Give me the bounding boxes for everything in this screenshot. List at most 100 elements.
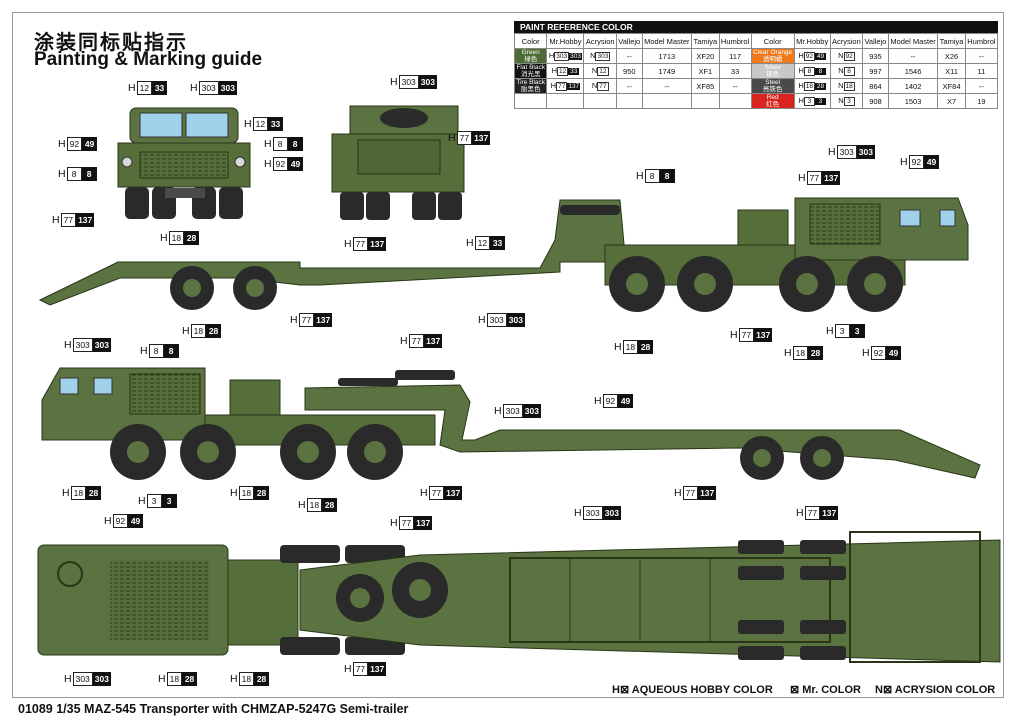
callout-h-label: H (574, 507, 582, 519)
callout-aqueous-code: 92 (602, 394, 619, 408)
callout-aqueous-code: 92 (272, 157, 289, 171)
callout-aqueous-code: 18 (622, 340, 639, 354)
callout-aqueous-code: 77 (428, 486, 445, 500)
callout-h-label: H (390, 76, 398, 88)
callout-aqueous-code: 77 (682, 486, 699, 500)
callout-mr-color-code: 137 (754, 328, 773, 342)
callout-mr-color-code: 137 (698, 486, 717, 500)
callout-aqueous-code: 18 (238, 486, 255, 500)
callout-aqueous-code: 3 (146, 494, 162, 508)
callout-aqueous-code: 77 (456, 131, 473, 145)
legend-mr-color: ⊠ Mr. COLOR (790, 684, 861, 696)
callout-mr-color-code: 3 (161, 494, 177, 508)
legend-acrysion: N⊠ ACRYSION COLOR (875, 684, 996, 696)
side-view-right (38, 197, 969, 312)
callout-aqueous-code: 77 (804, 506, 821, 520)
callout-aqueous-code: 8 (66, 167, 82, 181)
callout-mr-color-code: 137 (368, 662, 387, 676)
callout-aqueous-code: 3 (834, 324, 850, 338)
callout-aqueous-code: 303 (398, 75, 419, 89)
top-view (37, 531, 1001, 663)
callout-h-label: H (230, 673, 238, 685)
callout-h-label: H (798, 172, 806, 184)
callout-mr-color-code: 8 (287, 137, 303, 151)
title-chinese: 涂装同标贴指示 (34, 32, 188, 54)
callout-aqueous-code: 12 (252, 117, 269, 131)
callout-aqueous-code: 77 (298, 313, 315, 327)
callout-mr-color-code: 303 (522, 404, 541, 418)
callout-mr-color-code: 137 (444, 486, 463, 500)
legend-aqueous: H⊠ AQUEOUS HOBBY COLOR (612, 684, 773, 696)
callout-h-label: H (64, 339, 72, 351)
callout-mr-color-code: 137 (414, 516, 433, 530)
callout-h-label: H (400, 335, 408, 347)
callout-aqueous-code: 77 (352, 237, 369, 251)
callout-h-label: H (140, 345, 148, 357)
callout-mr-color-code: 28 (808, 346, 824, 360)
callout-aqueous-code: 303 (198, 81, 219, 95)
callout-h-label: H (826, 325, 834, 337)
callout-mr-color-code: 28 (254, 672, 270, 686)
callout-h-label: H (784, 347, 792, 359)
front-view (117, 107, 251, 219)
side-view-left (41, 367, 981, 480)
callout-mr-color-code: 303 (418, 75, 437, 89)
callout-mr-color-code: 33 (490, 236, 506, 250)
callout-mr-color-code: 8 (659, 169, 675, 183)
callout-aqueous-code: 18 (792, 346, 809, 360)
callout-aqueous-code: 77 (352, 662, 369, 676)
callout-aqueous-code: 92 (112, 514, 129, 528)
title-english: Painting & Marking guide (34, 49, 263, 70)
callout-aqueous-code: 18 (190, 324, 207, 338)
callout-h-label: H (160, 232, 168, 244)
callout-h-label: H (614, 341, 622, 353)
callout-mr-color-code: 137 (820, 506, 839, 520)
callout-mr-color-code: 137 (822, 171, 841, 185)
callout-mr-color-code: 28 (184, 231, 200, 245)
callout-h-label: H (344, 238, 352, 250)
callout-mr-color-code: 49 (924, 155, 940, 169)
callout-mr-color-code: 137 (314, 313, 333, 327)
callout-aqueous-code: 303 (72, 338, 93, 352)
callout-h-label: H (290, 314, 298, 326)
callout-aqueous-code: 77 (398, 516, 415, 530)
callout-h-label: H (62, 487, 70, 499)
callout-h-label: H (828, 146, 836, 158)
callout-aqueous-code: 303 (582, 506, 603, 520)
callout-aqueous-code: 18 (306, 498, 323, 512)
callout-h-label: H (674, 487, 682, 499)
callout-h-label: H (190, 82, 198, 94)
